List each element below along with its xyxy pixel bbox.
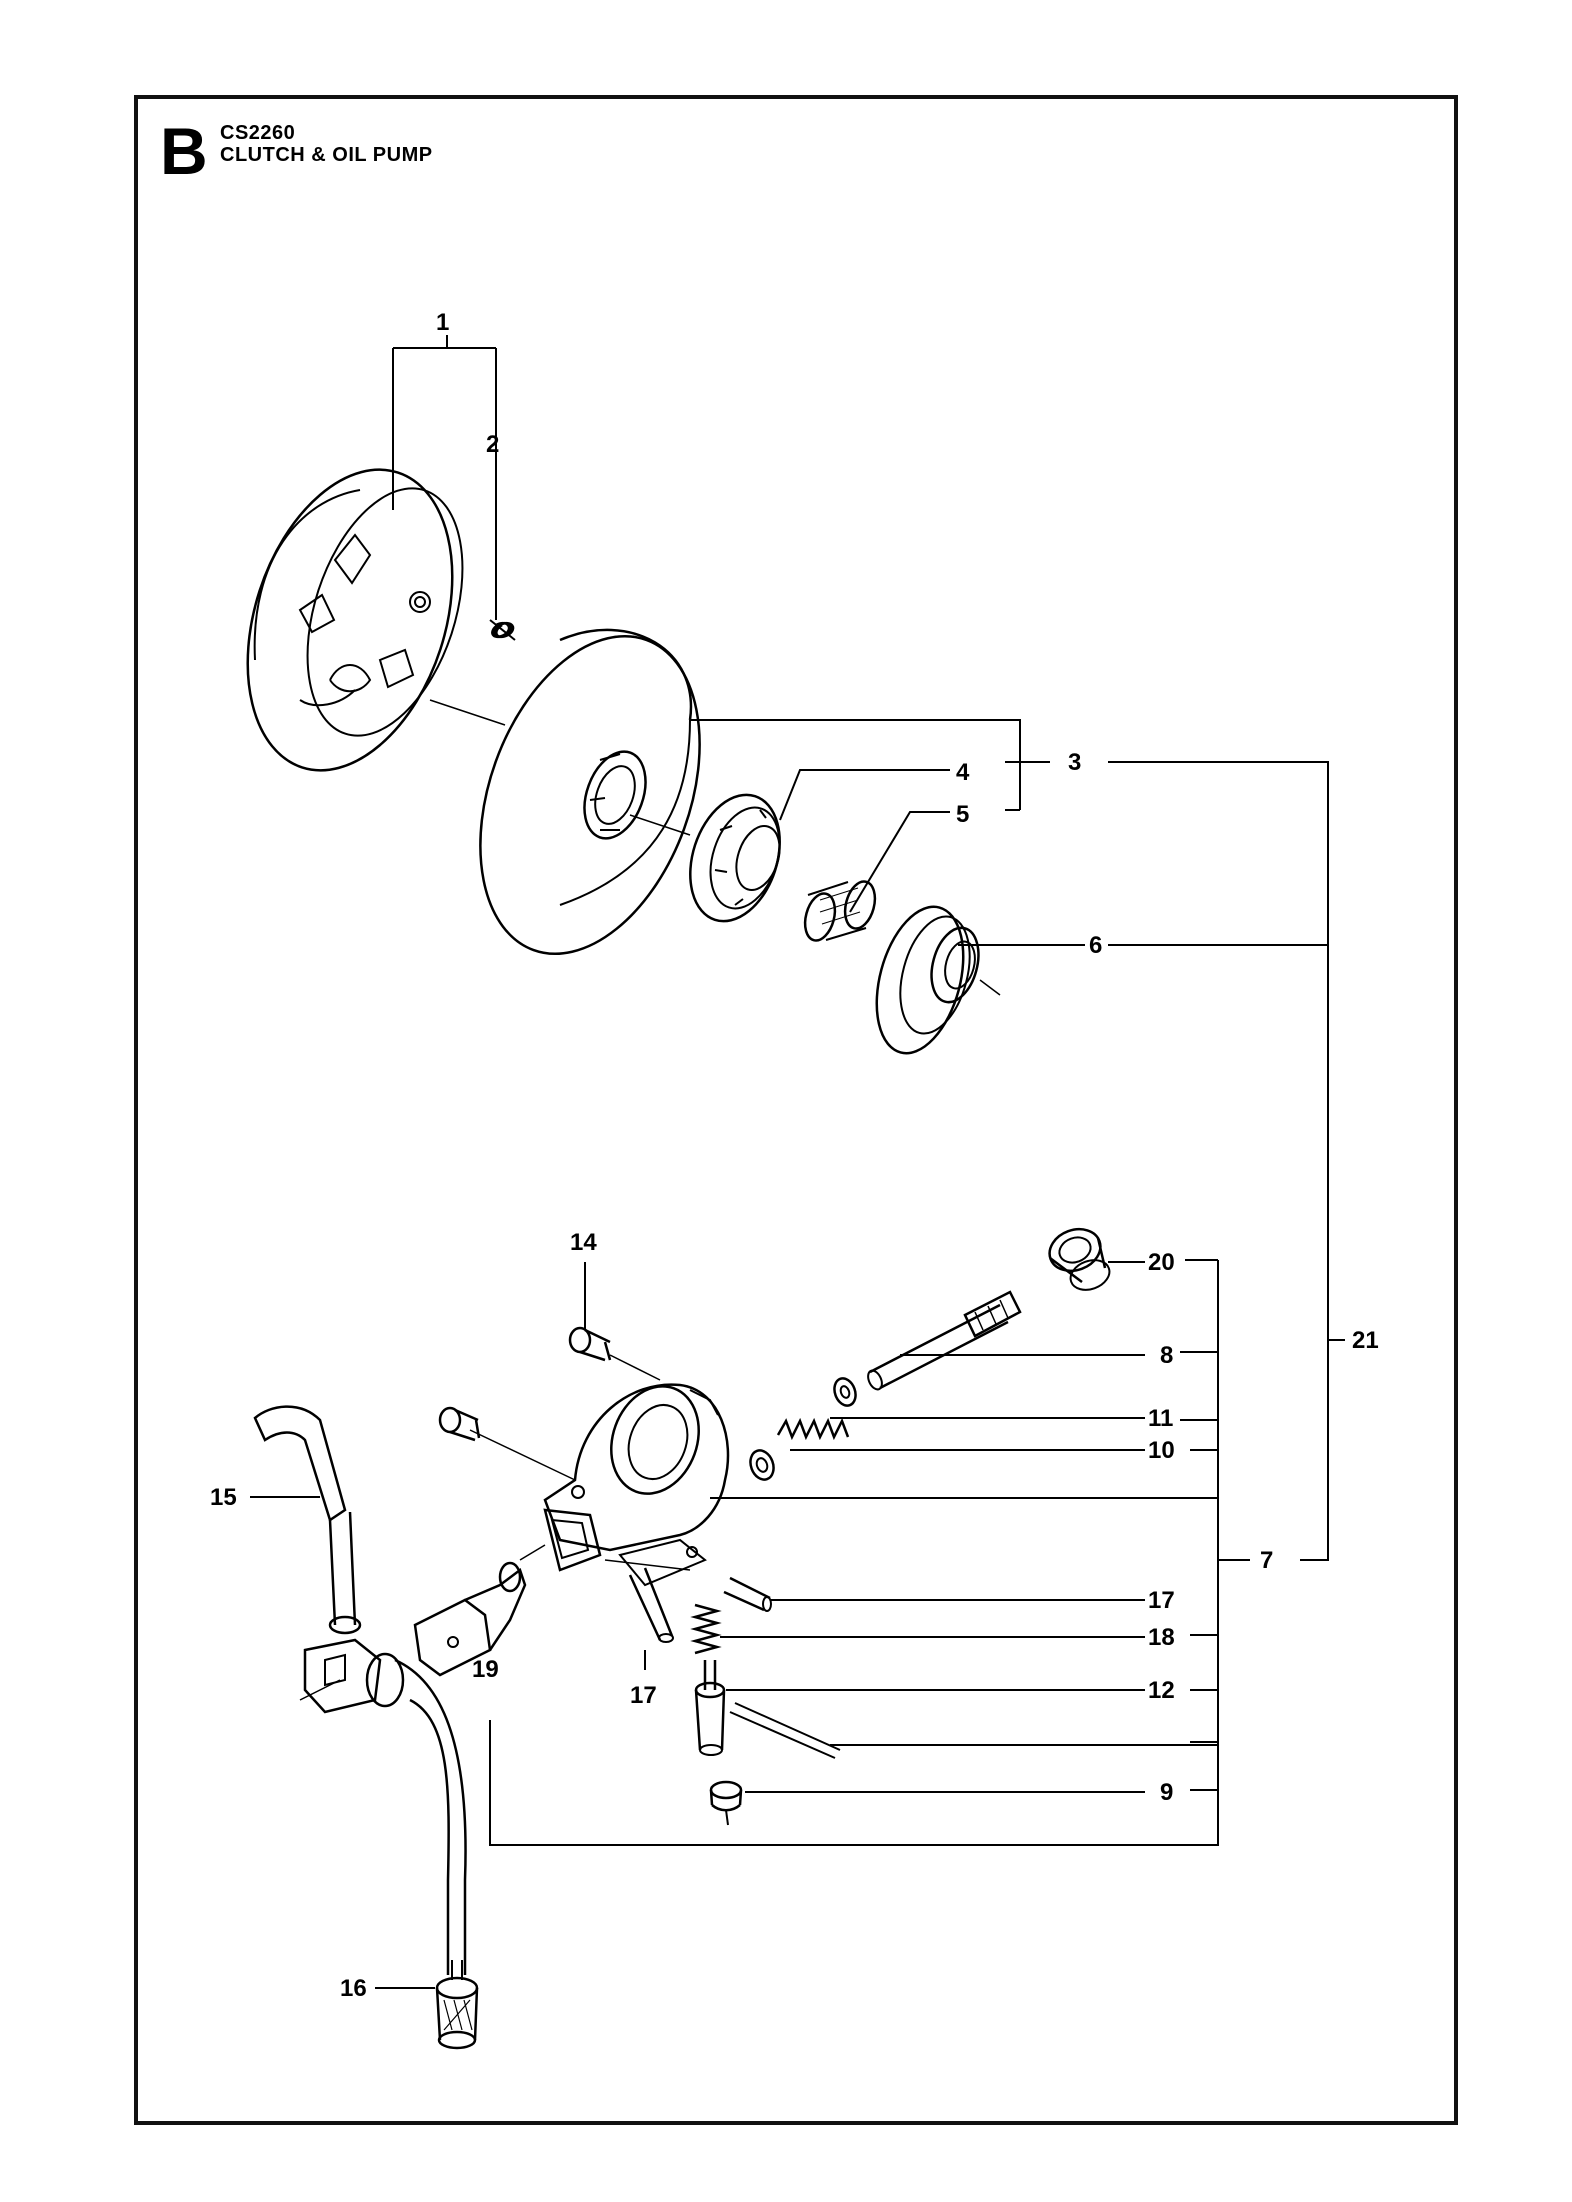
spring-and-washers-part bbox=[749, 1377, 857, 1481]
callout-18: 18 bbox=[1148, 1624, 1175, 1651]
section-letter: B bbox=[160, 114, 208, 188]
drawing-border bbox=[134, 95, 1458, 2125]
diagram-title: CLUTCH & OIL PUMP bbox=[220, 144, 433, 166]
valve-connector-part bbox=[413, 1561, 527, 1677]
needle-bearing-part bbox=[803, 880, 877, 942]
callout-16: 16 bbox=[340, 1975, 367, 2002]
oil-filter-part bbox=[435, 1976, 479, 2050]
clutch-assembly-part bbox=[246, 468, 464, 772]
callout-19: 19 bbox=[472, 1656, 499, 1683]
callout-1: 1 bbox=[436, 309, 449, 336]
plunger-assembly-part bbox=[690, 1603, 743, 1826]
callout-11: 11 bbox=[1148, 1405, 1173, 1432]
callout-10: 10 bbox=[1148, 1437, 1175, 1464]
oil-pump-housing-part bbox=[543, 1383, 730, 1587]
callout-labels: 1 2 3 4 5 6 7 8 9 10 11 12 14 15 16 17 1… bbox=[210, 309, 1379, 2002]
callout-17-left: 17 bbox=[630, 1682, 657, 1709]
pump-shaft-part bbox=[867, 1290, 1022, 1391]
oil-pipe-part bbox=[253, 1405, 467, 1980]
callout-2: 2 bbox=[486, 431, 499, 458]
spring-part bbox=[489, 619, 516, 641]
bushing-part bbox=[1048, 1227, 1111, 1291]
callout-14: 14 bbox=[570, 1229, 597, 1256]
washer-part bbox=[875, 905, 980, 1055]
callout-3: 3 bbox=[1068, 749, 1081, 776]
model-number: CS2260 bbox=[220, 122, 296, 144]
callout-9: 9 bbox=[1160, 1779, 1173, 1806]
rim-sprocket-part bbox=[689, 793, 781, 923]
callout-12: 12 bbox=[1148, 1677, 1175, 1704]
clutch-drum-part bbox=[479, 628, 701, 956]
callout-20: 20 bbox=[1148, 1249, 1175, 1276]
callout-4: 4 bbox=[956, 759, 970, 786]
callout-15: 15 bbox=[210, 1484, 237, 1511]
callout-8: 8 bbox=[1160, 1342, 1173, 1369]
callout-6: 6 bbox=[1089, 932, 1102, 959]
screw-part bbox=[438, 1326, 612, 1442]
callout-7: 7 bbox=[1260, 1547, 1273, 1574]
leader-lines bbox=[250, 335, 1345, 1989]
callout-17-right: 17 bbox=[1148, 1587, 1175, 1614]
callout-5: 5 bbox=[956, 801, 969, 828]
callout-21: 21 bbox=[1352, 1327, 1379, 1354]
pin-part bbox=[628, 1567, 841, 1759]
